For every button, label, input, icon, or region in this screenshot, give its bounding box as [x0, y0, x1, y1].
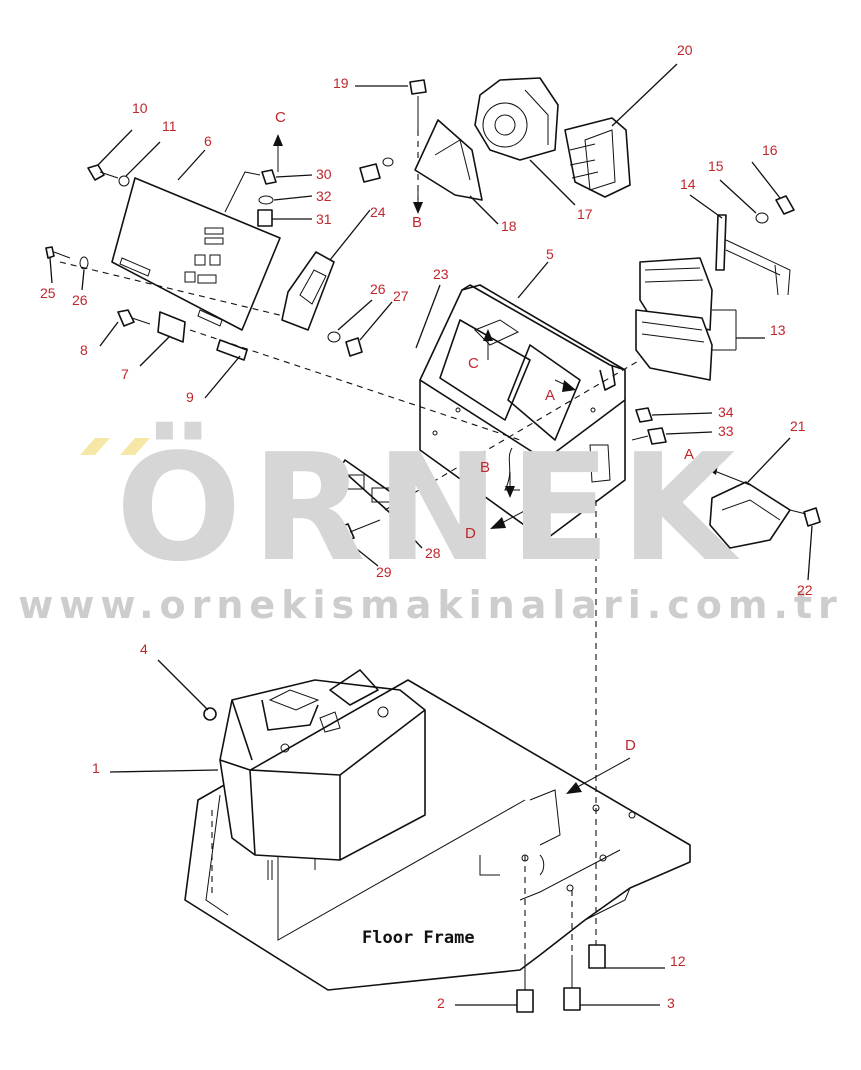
callout-2: 2 — [437, 995, 445, 1011]
bracket-24-drawing — [281, 251, 363, 357]
callout-1: 1 — [92, 760, 100, 776]
callout-13: 13 — [770, 322, 786, 338]
callout-32: 32 — [316, 188, 332, 204]
ref-letter-d-floor: D — [625, 737, 636, 754]
callout-34: 34 — [718, 404, 734, 420]
callout-19: 19 — [333, 75, 349, 91]
housing-box-drawing — [419, 284, 626, 541]
leader-lines — [49, 63, 813, 1006]
callout-6: 6 — [204, 133, 212, 149]
callout-30: 30 — [316, 166, 332, 182]
ref-letter-c-top: C — [275, 109, 286, 126]
callout-29: 29 — [376, 564, 392, 580]
reference-arrows — [273, 134, 751, 794]
callout-22: 22 — [797, 582, 813, 598]
callout-24: 24 — [370, 204, 386, 220]
bracket-28-drawing — [335, 359, 641, 543]
ref-letter-d-housing: D — [465, 525, 476, 542]
callout-20: 20 — [677, 42, 693, 58]
callout-8: 8 — [80, 342, 88, 358]
ref-letter-c-housing: C — [468, 355, 479, 372]
callout-25: 25 — [40, 285, 56, 301]
callout-27: 27 — [393, 288, 409, 304]
callout-15: 15 — [708, 158, 724, 174]
ref-letter-b-top: B — [412, 214, 423, 231]
watermark-umlaut — [80, 438, 150, 455]
ref-letter-b-housing: B — [480, 459, 491, 476]
callout-23: 23 — [433, 266, 449, 282]
ref-letter-a-housing: A — [545, 387, 556, 404]
ref-letter-a-right: A — [684, 446, 695, 463]
battery-box-drawing — [203, 669, 426, 880]
upper-assembly-drawing — [359, 77, 631, 201]
callout-16: 16 — [762, 142, 778, 158]
callout-7: 7 — [121, 366, 129, 382]
watermark-url: www.ornekismakinalari.com.tr — [18, 583, 843, 627]
left-fasteners-drawing — [45, 164, 521, 441]
callout-3: 3 — [667, 995, 675, 1011]
callout-31: 31 — [316, 211, 332, 227]
right-parts-drawing — [631, 195, 821, 549]
callout-5: 5 — [546, 246, 554, 262]
watermark-brand: ÖRNEK — [115, 422, 746, 594]
callout-11: 11 — [162, 118, 177, 134]
callout-12: 12 — [670, 953, 686, 969]
callout-18: 18 — [501, 218, 517, 234]
callout-4: 4 — [140, 641, 148, 657]
callout-10: 10 — [132, 100, 148, 116]
callout-21: 21 — [790, 418, 806, 434]
floor-frame-label: Floor Frame — [362, 928, 475, 948]
callout-26a: 26 — [72, 292, 88, 308]
cover-panel-drawing — [59, 171, 301, 331]
callout-17: 17 — [577, 206, 593, 222]
floor-bolts-drawing — [516, 500, 606, 1013]
callout-28: 28 — [425, 545, 441, 561]
callout-14: 14 — [680, 176, 696, 192]
callout-33: 33 — [718, 423, 734, 439]
callout-26b: 26 — [370, 281, 386, 297]
callout-9: 9 — [186, 389, 194, 405]
